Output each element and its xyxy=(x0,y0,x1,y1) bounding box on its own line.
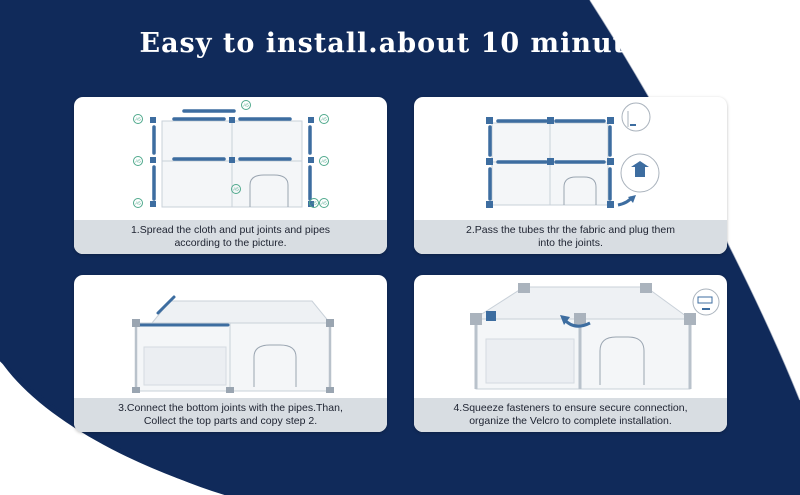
joint-label: A5 xyxy=(135,159,141,164)
step-2-line-2: into the joints. xyxy=(538,237,603,249)
step-3-line-1: 3.Connect the bottom joints with the pip… xyxy=(118,401,343,414)
step-2-caption: 2.Pass the tubes thr the fabric and plug… xyxy=(414,220,727,254)
step-4-illustration xyxy=(414,275,727,398)
step-3-card: 3.Connect the bottom joints with the pip… xyxy=(74,275,387,432)
step-3-caption: 3.Connect the bottom joints with the pip… xyxy=(74,398,387,432)
step-4-line-1: 4.Squeeze fasteners to ensure secure con… xyxy=(453,401,688,414)
joint-label: A5 xyxy=(311,201,317,206)
step-4-card: 4.Squeeze fasteners to ensure secure con… xyxy=(414,275,727,432)
step-3-illustration xyxy=(74,275,387,398)
step-2-card: 2.Pass the tubes thr the fabric and plug… xyxy=(414,97,727,254)
step-1-caption: 1.Spread the cloth and put joints and pi… xyxy=(74,220,387,254)
step-4-line-2: organize the Velcro to complete installa… xyxy=(469,415,672,427)
step-1-illustration: A5 A5 A5 A5 A5 A5 A5 A5 A5 xyxy=(74,97,387,220)
page-title: Easy to install.about 10 minutes xyxy=(139,28,661,59)
joint-label: A5 xyxy=(321,201,327,206)
step-1-line-1: 1.Spread the cloth and put joints and pi… xyxy=(130,223,331,236)
joint-label: A5 xyxy=(321,117,327,122)
step-2-line-1: 2.Pass the tubes thr the fabric and plug… xyxy=(466,223,675,236)
joint-label: A5 xyxy=(243,103,249,108)
step-3-line-2: Collect the top parts and copy step 2. xyxy=(143,415,318,427)
joint-label: A5 xyxy=(135,201,141,206)
step-1-line-2: according to the picture. xyxy=(174,237,287,249)
step-1-card: A5 A5 A5 A5 A5 A5 A5 A5 A5 1.Spread the … xyxy=(74,97,387,254)
joint-label: A5 xyxy=(321,159,327,164)
joint-label: A5 xyxy=(135,117,141,122)
step-2-illustration xyxy=(414,97,727,220)
step-4-caption: 4.Squeeze fasteners to ensure secure con… xyxy=(414,398,727,432)
joint-label: A5 xyxy=(233,187,239,192)
